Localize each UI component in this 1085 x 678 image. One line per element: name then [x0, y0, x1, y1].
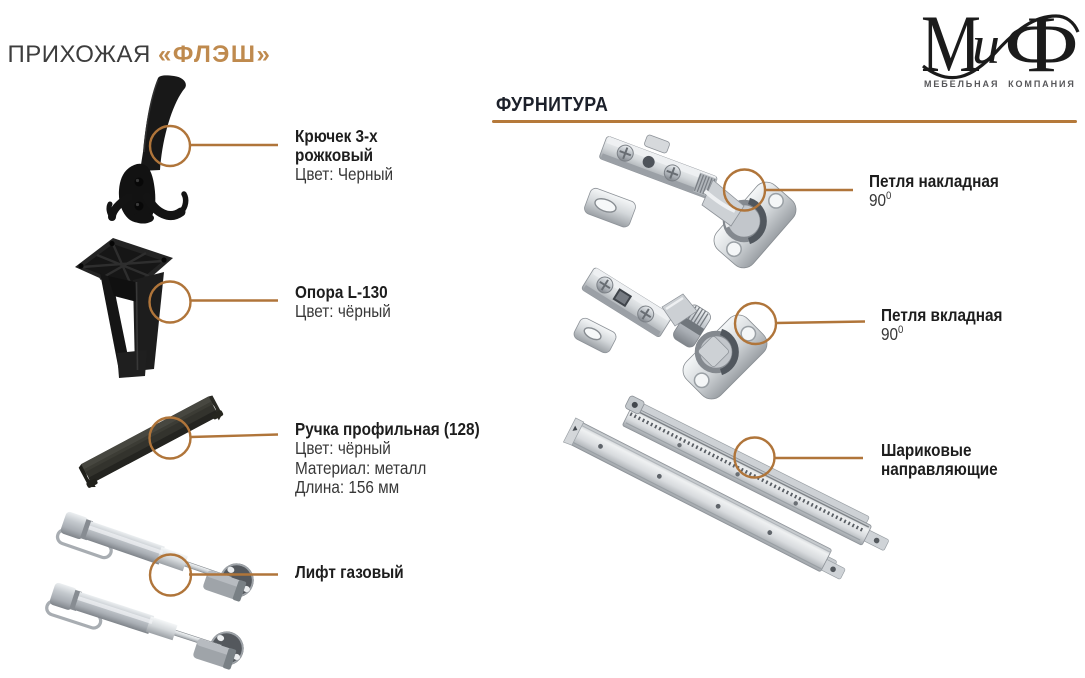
svg-text:Ф: Ф: [1004, 0, 1079, 89]
svg-text:и: и: [972, 15, 1000, 75]
